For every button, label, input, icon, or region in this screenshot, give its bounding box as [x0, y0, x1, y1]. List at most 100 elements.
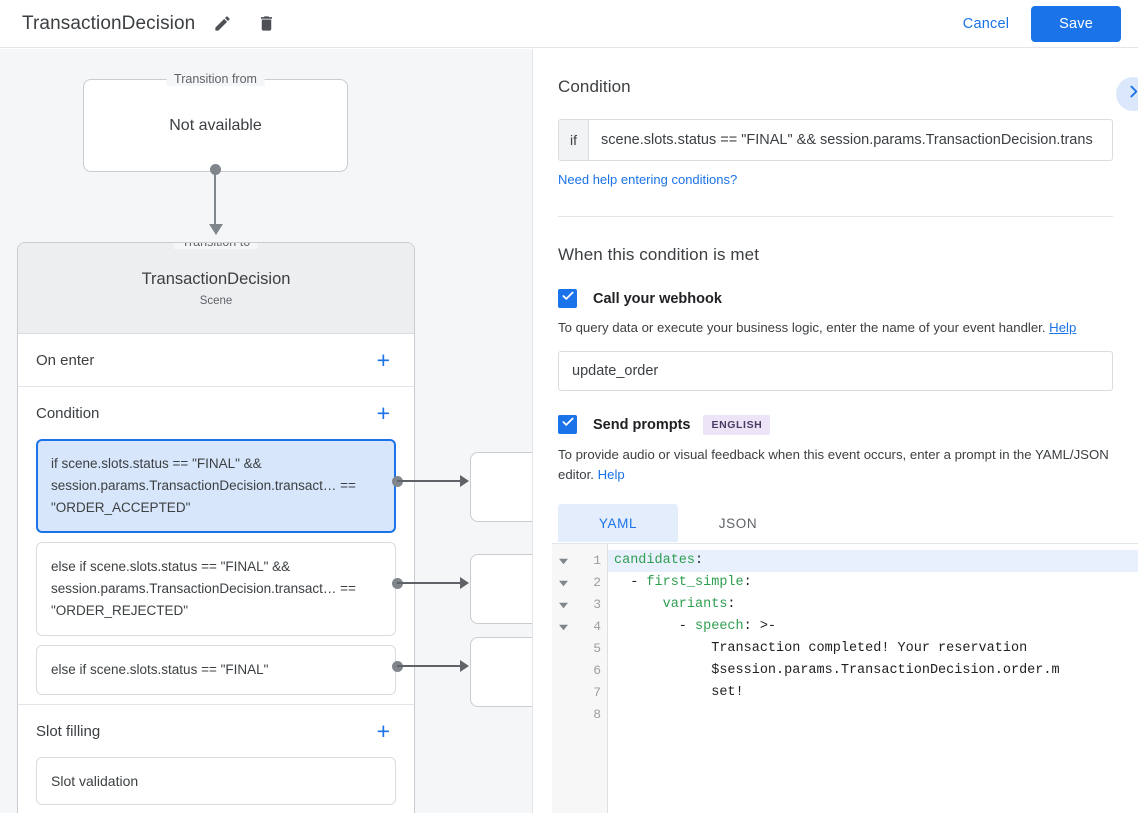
tab-json[interactable]: JSON	[718, 515, 758, 531]
section-condition: Condition + if scene.slots.status == "FI…	[18, 387, 414, 705]
fold-toggle-2[interactable]	[552, 572, 574, 594]
condition-card-2[interactable]: else if scene.slots.status == "FINAL" &&…	[36, 542, 396, 636]
line-number: 4	[593, 619, 601, 634]
line-number: 2	[593, 575, 601, 590]
condition-input[interactable]	[589, 120, 1112, 160]
cancel-button[interactable]: Cancel	[949, 7, 1023, 41]
branch-line-1	[397, 480, 465, 482]
condition-section: Condition if Need help entering conditio…	[533, 49, 1138, 217]
branch-arrow-1	[460, 475, 469, 487]
condition-if-prefix: if	[559, 120, 589, 160]
webhook-checkbox[interactable]	[558, 289, 577, 308]
prompts-label: Send prompts	[593, 416, 691, 433]
prompts-description-text: To provide audio or visual feedback when…	[558, 446, 1109, 482]
trash-icon	[257, 14, 276, 33]
fold-toggle-8	[552, 704, 574, 726]
pencil-icon	[213, 14, 232, 33]
scene-header: TransactionDecision Scene	[18, 243, 414, 334]
webhook-checkbox-row: Call your webhook	[558, 289, 1113, 308]
transition-to-card: Transition to TransactionDecision Scene …	[17, 242, 415, 813]
code-line[interactable]: set!	[711, 685, 744, 700]
chevron-down-icon	[558, 580, 568, 586]
line-number: 6	[593, 663, 601, 678]
panel-divider	[558, 216, 1113, 217]
prompts-checkbox[interactable]	[558, 415, 577, 435]
connector-arrow	[209, 224, 223, 235]
line-number: 7	[593, 685, 601, 700]
line-number: 5	[593, 641, 601, 656]
add-slot-filling-button[interactable]: +	[376, 717, 390, 744]
flow-canvas: Transition from Not available Transition…	[0, 49, 532, 813]
webhook-handler-input[interactable]	[558, 350, 1113, 391]
code-line[interactable]	[608, 704, 1138, 726]
section-title-condition: Condition	[36, 404, 100, 422]
editor-fold-gutter	[552, 544, 574, 813]
tab-yaml[interactable]: YAML	[558, 504, 678, 543]
fold-toggle-3[interactable]	[552, 594, 574, 616]
fold-toggle-5	[552, 638, 574, 660]
prompts-checkbox-row: Send prompts ENGLISH	[558, 414, 1113, 435]
webhook-description: To query data or execute your business l…	[558, 318, 1113, 338]
fold-toggle-6	[552, 660, 574, 682]
chevron-down-icon	[558, 624, 568, 630]
collapse-panel-button[interactable]	[1116, 77, 1138, 111]
when-met-heading: When this condition is met	[558, 245, 760, 264]
fold-toggle-4[interactable]	[552, 616, 574, 638]
branch-line-3	[397, 665, 465, 667]
section-title-on-enter: On enter	[36, 351, 95, 369]
condition-card-3[interactable]: else if scene.slots.status == "FINAL"	[36, 645, 396, 695]
chevron-down-icon	[558, 558, 568, 564]
line-number: 1	[593, 553, 601, 568]
transition-from-legend: Transition from	[166, 72, 265, 86]
scene-type: Scene	[199, 295, 233, 307]
webhook-label: Call your webhook	[593, 290, 722, 307]
edit-name-button[interactable]	[205, 7, 239, 41]
fold-toggle-1[interactable]	[552, 550, 574, 572]
add-condition-button[interactable]: +	[376, 399, 390, 426]
webhook-input-wrap	[558, 338, 1113, 391]
editor-format-tabs: YAML JSON	[558, 504, 1113, 543]
webhook-description-text: To query data or execute your business l…	[558, 320, 1046, 335]
slot-validation-card[interactable]: Slot validation	[36, 757, 396, 805]
branch-line-2	[397, 582, 465, 584]
transition-from-box: Transition from Not available	[83, 72, 348, 172]
line-number: 3	[593, 597, 601, 612]
transition-from-value: Not available	[169, 116, 262, 134]
branch-arrow-2	[460, 577, 469, 589]
chevron-right-icon	[1125, 83, 1138, 105]
branch-target-box-1[interactable]	[470, 452, 532, 522]
branch-arrow-3	[460, 660, 469, 672]
section-title-slot-filling: Slot filling	[36, 722, 101, 740]
condition-heading: Condition	[558, 77, 631, 96]
page-title: TransactionDecision	[22, 12, 196, 34]
section-slot-filling: Slot filling + Slot validation	[18, 705, 414, 805]
delete-button[interactable]	[249, 7, 283, 41]
code-line[interactable]: - speech: >-	[614, 619, 777, 634]
branch-target-box-2[interactable]	[470, 554, 532, 624]
topbar-actions: Cancel Save	[949, 5, 1121, 42]
code-line[interactable]: $session.params.TransactionDecision.orde…	[711, 663, 1060, 678]
when-condition-met-section: When this condition is met Call your web…	[533, 217, 1138, 543]
editor-code-area[interactable]: candidates: - first_simple: variants: - …	[608, 544, 1138, 813]
code-line[interactable]: variants:	[662, 597, 736, 612]
condition-input-row: if	[558, 119, 1113, 161]
branch-target-box-3[interactable]	[470, 637, 532, 707]
language-badge: ENGLISH	[703, 414, 771, 435]
save-button[interactable]: Save	[1031, 5, 1121, 42]
code-line[interactable]: - first_simple:	[614, 575, 752, 590]
prompts-description: To provide audio or visual feedback when…	[558, 445, 1113, 485]
scene-name: TransactionDecision	[141, 270, 291, 288]
webhook-help-link[interactable]: Help	[1049, 320, 1077, 335]
check-icon	[561, 289, 575, 308]
code-line[interactable]: Transaction completed! Your reservation	[711, 641, 1028, 656]
condition-help-link[interactable]: Need help entering conditions?	[558, 172, 738, 187]
condition-card-1[interactable]: if scene.slots.status == "FINAL" && sess…	[36, 439, 396, 533]
prompts-help-link[interactable]: Help	[597, 466, 625, 482]
connector-line	[214, 169, 216, 227]
top-bar: TransactionDecision Cancel Save	[0, 0, 1138, 48]
add-on-enter-button[interactable]: +	[376, 346, 390, 373]
code-line[interactable]: candidates:	[608, 550, 1138, 572]
